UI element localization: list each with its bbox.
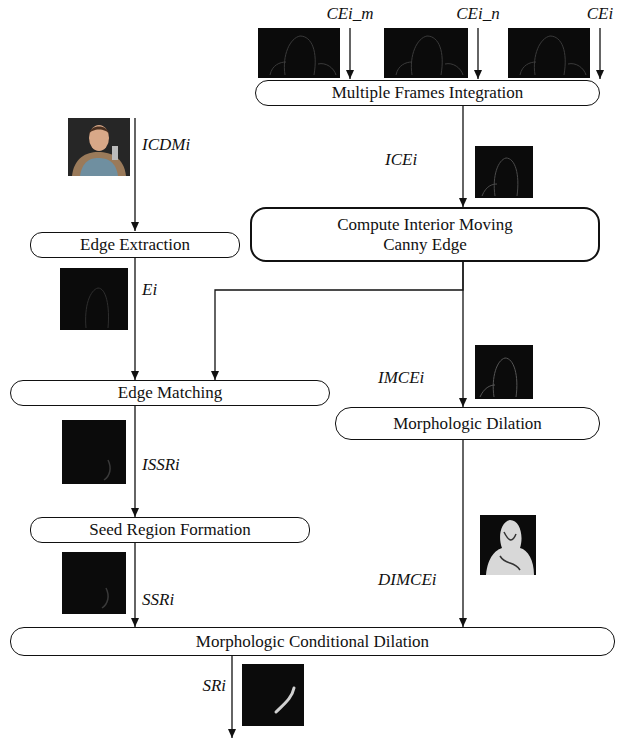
signal-label: ICDMi — [142, 135, 190, 155]
process-box: Morphologic Conditional Dilation — [10, 627, 615, 656]
signal-label: SRi — [202, 676, 226, 696]
process-box: Compute Interior Moving Canny Edge — [250, 207, 600, 262]
process-box: Edge Matching — [10, 380, 330, 406]
flow-arrow — [131, 258, 139, 380]
process-box: Seed Region Formation — [30, 517, 310, 543]
signal-label: ISSRi — [142, 455, 180, 475]
signal-label: ICEi — [385, 150, 417, 170]
box-text: Morphologic Conditional Dilation — [188, 632, 437, 652]
input-arrow — [477, 28, 478, 79]
dilated-thumbnail — [480, 515, 536, 575]
input-arrow — [134, 118, 135, 231]
signal-label: CEi_m — [326, 4, 373, 24]
signal-label: IMCEi — [378, 368, 424, 388]
flow-arrow — [131, 543, 139, 627]
signal-label: SSRi — [142, 590, 174, 610]
box-text: Morphologic Dilation — [385, 414, 550, 434]
edge-thumbnail — [62, 552, 126, 614]
edge-thumbnail — [258, 28, 340, 78]
signal-label: CEi_n — [456, 4, 499, 24]
flow-arrow — [211, 262, 463, 380]
box-text: Compute Interior Moving Canny Edge — [312, 215, 538, 255]
box-text: Edge Matching — [110, 383, 230, 403]
person-photo — [68, 118, 130, 176]
box-text: Multiple Frames Integration — [324, 83, 532, 103]
edge-thumbnail — [384, 28, 468, 78]
signal-label: DIMCEi — [378, 570, 437, 590]
signal-label: CEi — [587, 4, 613, 24]
output-arrow — [231, 656, 232, 738]
process-box: Morphologic Dilation — [335, 407, 600, 440]
process-box: Edge Extraction — [30, 232, 240, 258]
edge-thumbnail — [60, 268, 128, 330]
process-box: Multiple Frames Integration — [255, 80, 600, 106]
flow-arrow — [459, 262, 467, 407]
flow-arrow — [131, 406, 139, 517]
input-arrow — [599, 28, 600, 79]
edge-thumbnail — [508, 28, 590, 78]
box-text: Edge Extraction — [72, 235, 198, 255]
flow-arrow — [459, 440, 467, 627]
edge-thumbnail — [475, 146, 533, 198]
signal-label: Ei — [142, 280, 157, 300]
box-text: Seed Region Formation — [81, 520, 258, 540]
result-thumbnail — [242, 664, 304, 726]
flow-arrow — [459, 106, 467, 207]
edge-thumbnail — [475, 345, 533, 399]
edge-thumbnail — [62, 420, 126, 484]
input-arrow — [349, 28, 350, 79]
